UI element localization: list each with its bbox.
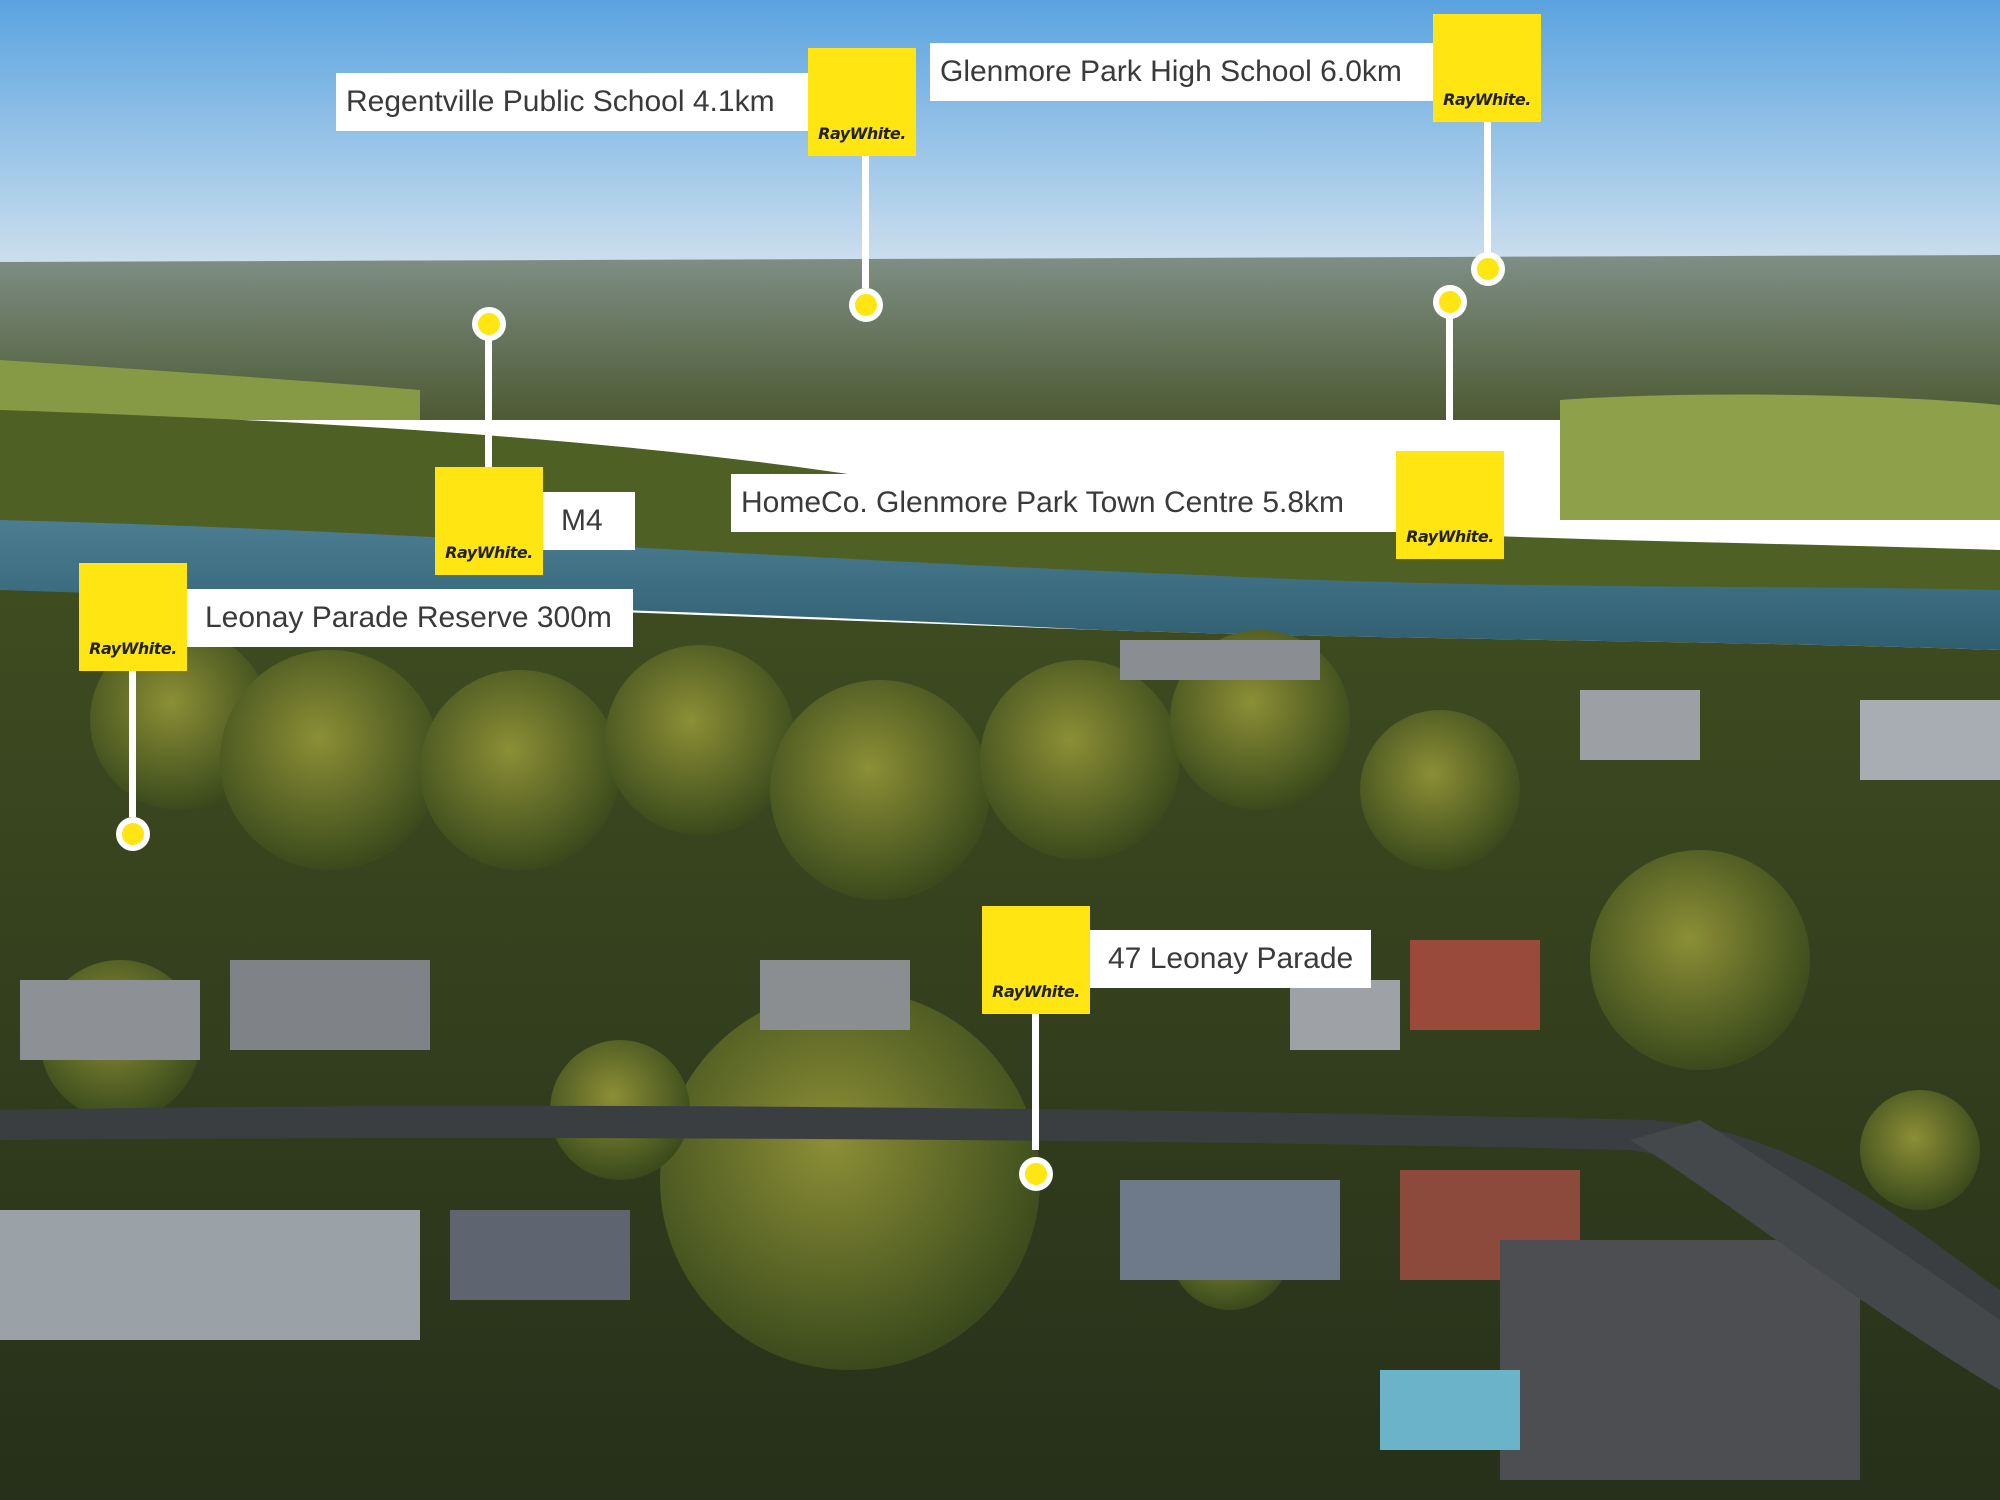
callout-stem [1032, 1014, 1039, 1150]
callout-stem [862, 156, 869, 288]
raywhite-logo-text: RayWhite. [445, 543, 533, 562]
raywhite-logo: RayWhite. [79, 563, 187, 671]
callout-stem [1446, 318, 1453, 451]
raywhite-logo: RayWhite. [435, 467, 543, 575]
location-pin-icon [1019, 1157, 1053, 1191]
callout-stem [485, 340, 492, 467]
house-roofs [0, 640, 2000, 1480]
location-pin-icon [116, 817, 150, 851]
raywhite-logo-text: RayWhite. [818, 124, 906, 143]
raywhite-logo-text: RayWhite. [992, 982, 1080, 1001]
location-pin-icon [1471, 252, 1505, 286]
raywhite-logo: RayWhite. [1396, 451, 1504, 559]
road-right [1630, 1120, 2000, 1390]
raywhite-logo-text: RayWhite. [89, 639, 177, 658]
callout-label: M4 [543, 492, 635, 550]
horizon-suburbs [0, 255, 2000, 420]
callout-label: HomeCo. Glenmore Park Town Centre 5.8km [731, 474, 1396, 532]
location-pin-icon [1433, 285, 1467, 319]
callout-label: Leonay Parade Reserve 300m [187, 589, 633, 647]
callout-stem [1484, 122, 1491, 252]
raywhite-logo: RayWhite. [808, 48, 916, 156]
callout-stem [129, 671, 136, 817]
raywhite-logo-text: RayWhite. [1406, 527, 1494, 546]
pasture-left [0, 360, 420, 420]
location-pin-icon [849, 288, 883, 322]
location-pin-icon [472, 307, 506, 341]
callout-label: 47 Leonay Parade [1090, 930, 1371, 988]
pasture-right [1560, 394, 2000, 520]
road [0, 1105, 2000, 1330]
sky [0, 0, 2000, 270]
callout-label: Regentville Public School 4.1km [336, 73, 811, 131]
raywhite-logo: RayWhite. [1433, 14, 1541, 122]
callout-label: Glenmore Park High School 6.0km [930, 43, 1436, 101]
raywhite-logo-text: RayWhite. [1443, 90, 1531, 109]
raywhite-logo: RayWhite. [982, 906, 1090, 1014]
